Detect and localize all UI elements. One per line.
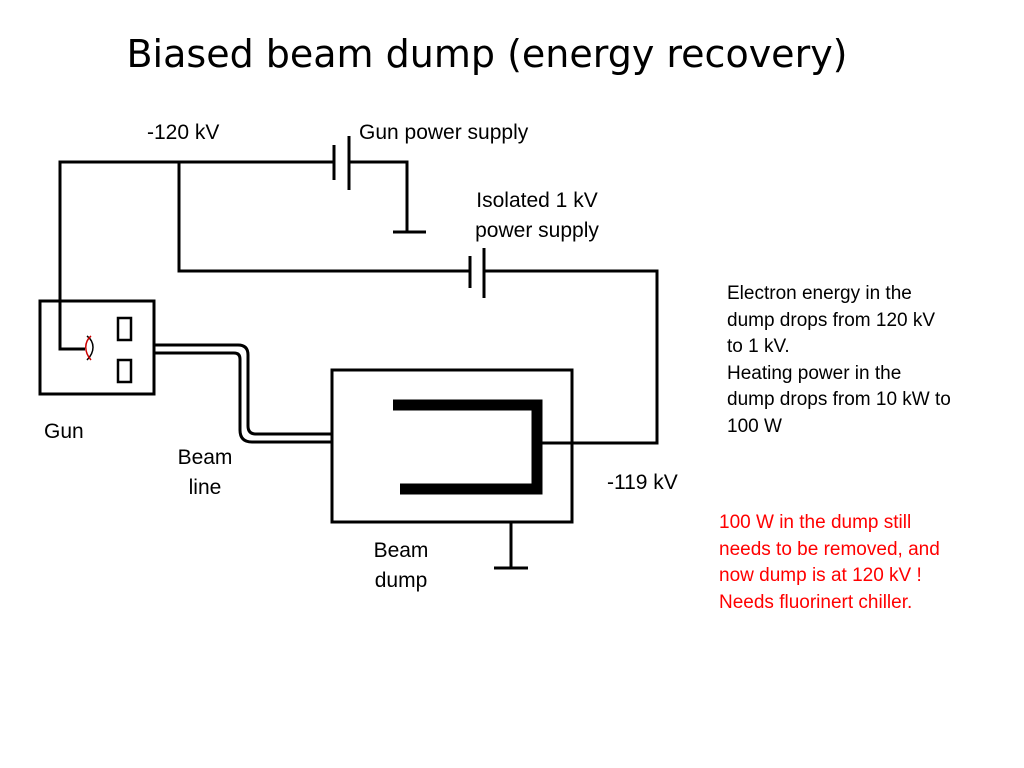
beam-dump-label: Beam dump [360,536,442,596]
energy-note-line: Electron energy in the [727,283,912,304]
beam-line-label-line1: Beam [177,446,233,469]
warning-note: 100 W in the dump still needs to be remo… [719,510,940,616]
energy-note: Electron energy in the dump drops from 1… [727,281,951,440]
gun-supply-ground-wire [349,160,409,232]
energy-note-line: dump drops from 120 kV [727,309,936,331]
beam-line-outer [154,343,333,436]
beam-dump-box [330,368,574,524]
gun-electrode-upper [116,316,133,342]
warning-note-line: 100 W in the dump still [719,512,912,533]
isolated-supply-wire [177,162,470,273]
energy-note-line: to 1 kV. [727,336,790,357]
cathode-filament-red [85,335,92,361]
beam-line-inner [154,351,333,444]
gun-electrode-lower [116,358,133,384]
energy-note-line: Heating power in the [727,362,902,384]
dump-bias-wire [484,269,659,445]
isolated-supply-label-line1: Isolated 1 kV [476,189,598,212]
warning-note-line: now dump is at 120 kV ! [719,565,922,586]
beam-line-label: Beam line [164,443,246,503]
warning-note-line: Needs fluorinert chiller. [719,591,913,613]
gun-power-supply-label: Gun power supply [359,121,529,144]
warning-note-line: needs to be removed, and [719,538,940,560]
isolated-supply-label: Isolated 1 kV power supply [456,186,618,246]
beam-line-label-line2: line [188,476,222,499]
beam-dump-label-line2: dump [374,569,428,592]
energy-note-line: dump drops from 10 kW to [727,389,951,410]
gun-box [38,299,156,396]
energy-note-line: 100 W [727,415,782,437]
beam-dump-cup [393,399,543,495]
gun-supply-wire [58,160,334,342]
slide-title: Biased beam dump (energy recovery) [126,32,848,76]
isolated-supply-label-line2: power supply [475,219,599,242]
dump-voltage-label: -119 kV [607,471,678,494]
beam-dump-label-line1: Beam [373,539,429,562]
gun-voltage-label: -120 kV [147,121,220,144]
gun-label: Gun [44,420,84,443]
gun-cathode-lead [58,342,85,351]
